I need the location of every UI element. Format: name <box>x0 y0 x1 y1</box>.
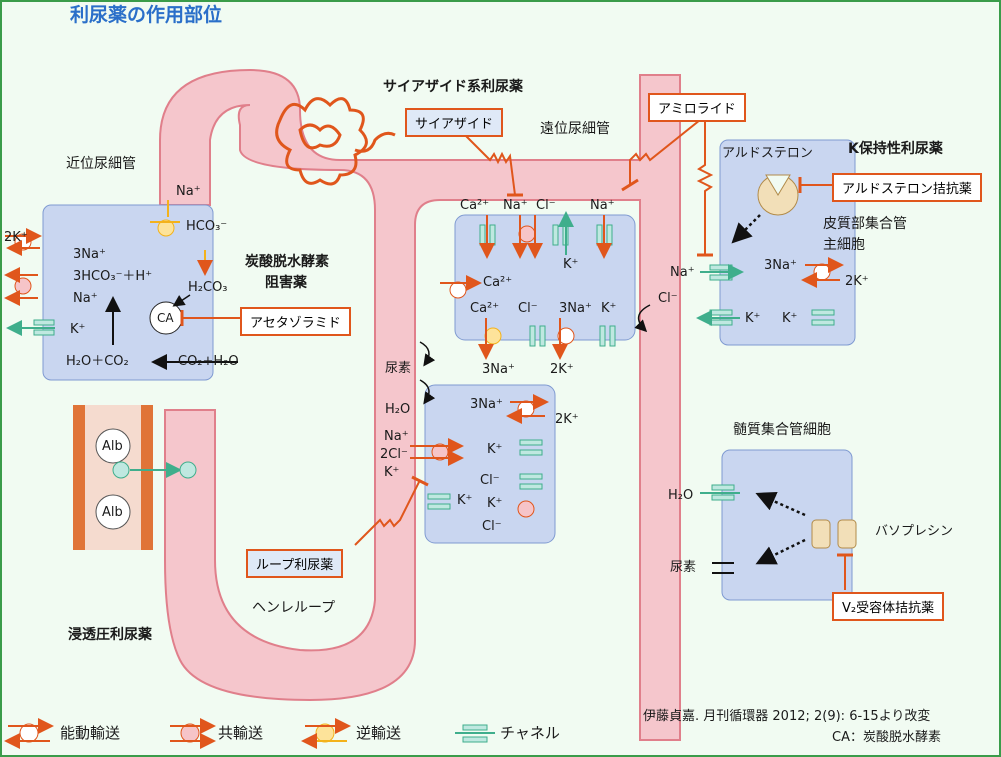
albumin-2 <box>95 494 131 530</box>
label-ca-inhibitor: 炭酸脱水酵素 <box>245 254 329 270</box>
ion-2k-tal: 2K⁺ <box>555 412 579 427</box>
page-title: 利尿薬の作用部位 <box>70 4 223 26</box>
ion-3na-prox: 3Na⁺ <box>73 247 106 262</box>
ion-k-tal-4: K⁺ <box>487 496 503 511</box>
drug-loop: ループ利尿薬 <box>246 549 344 578</box>
label-k-sparing: K保持性利尿薬 <box>848 141 943 157</box>
drug-aldosterone-antagonist: アルドステロン拮抗薬 <box>832 173 982 202</box>
osmotic-molecule-a <box>112 461 130 479</box>
ion-k-tal-3: K⁺ <box>457 493 473 508</box>
ion-na-prox: Na⁺ <box>73 291 98 306</box>
proximal-transporters <box>4 219 180 336</box>
label-thiazide-class: サイアザイド系利尿薬 <box>383 79 523 95</box>
label-henle: ヘンレループ <box>252 600 336 616</box>
drug-inhibit-lines <box>354 119 714 546</box>
cortical-cd-cell <box>719 139 856 346</box>
ion-3na-distal: 3Na⁺ <box>559 301 592 316</box>
ion-urea-tal: 尿素 <box>385 361 412 376</box>
ion-2k-distal-bottom: 2K⁺ <box>550 362 574 377</box>
drug-amiloride: アミロライド <box>648 93 746 122</box>
ion-na-prox-top: Na⁺ <box>176 184 201 199</box>
label-ca-inhibitor-2: 阻害薬 <box>265 275 307 291</box>
ion-na-cd: Na⁺ <box>670 265 695 280</box>
ion-h2o-tal: H₂O <box>385 402 411 417</box>
label-cortical-cd: 皮質部集合管 <box>823 216 907 232</box>
ion-k-prox: K⁺ <box>70 322 86 337</box>
label-aldosterone: アルドステロン <box>722 146 813 161</box>
ion-k-tal-2: K⁺ <box>487 442 503 457</box>
footnote-ca: CA：炭酸脱水酵素 <box>832 730 941 745</box>
ion-ca-enzyme-label: CA <box>157 311 174 325</box>
ion-cl-distal: Cl⁻ <box>518 301 538 316</box>
cd-transporters <box>696 174 857 590</box>
glomerulus <box>275 97 396 186</box>
medullary-cd-cell <box>721 449 853 601</box>
albumin-label-1: Alb <box>102 439 123 454</box>
ion-2cl-tal: 2Cl⁻ <box>380 447 408 462</box>
ion-urea-cd: 尿素 <box>670 560 697 575</box>
legend-cotransport: 共輸送 <box>218 724 264 742</box>
ion-k-cd: K⁺ <box>745 311 761 326</box>
drug-thiazide: サイアザイド <box>405 108 504 137</box>
label-osmotic: 浸透圧利尿薬 <box>68 627 152 643</box>
ion-ca2-distal: Ca²⁺ <box>483 275 513 290</box>
ion-ca2-distal-2: Ca²⁺ <box>470 301 500 316</box>
legend-channel: チャネル <box>500 724 560 742</box>
ion-cl-tal-2: Cl⁻ <box>482 519 502 534</box>
ion-ca2-distal-top: Ca²⁺ <box>460 198 490 213</box>
ion-cl-distal-top: Cl⁻ <box>536 198 556 213</box>
ion-na-tal: Na⁺ <box>384 429 409 444</box>
albumin-1 <box>95 428 131 464</box>
label-vasopressin: バソプレシン <box>875 524 954 539</box>
osmotic-molecule-b <box>179 461 197 479</box>
ion-h2co3: H₂CO₃ <box>188 280 228 295</box>
ion-cl-lumen: Cl⁻ <box>658 291 678 306</box>
tal-transporters <box>410 341 549 518</box>
label-medullary-cd: 髄質集合管細胞 <box>733 422 831 438</box>
label-proximal: 近位尿細管 <box>66 156 136 172</box>
drug-v2-antagonist: V₂受容体拮抗薬 <box>832 592 945 621</box>
ion-k-distal-2: K⁺ <box>601 301 617 316</box>
legend-active: 能動輸送 <box>60 724 121 742</box>
ion-3na-cd: 3Na⁺ <box>764 258 797 273</box>
ion-h2o-co2: H₂O＋CO₂ <box>66 354 129 369</box>
ion-h2o-cd: H₂O <box>668 488 694 503</box>
label-distal: 遠位尿細管 <box>540 121 610 137</box>
ion-hco3-prox: HCO₃⁻ <box>186 219 228 234</box>
ion-k-tal: K⁺ <box>384 465 400 480</box>
ion-k-cd-2: K⁺ <box>782 311 798 326</box>
nephron-tubule <box>159 68 681 741</box>
ion-cl-tal: Cl⁻ <box>480 473 500 488</box>
proximal-cell <box>42 204 214 381</box>
ion-3na-distal-bottom: 3Na⁺ <box>482 362 515 377</box>
drug-acetazolamide: アセタゾラミド <box>240 307 351 336</box>
legend-icons <box>4 718 495 749</box>
ion-hco3-h-prox: 3HCO₃⁻＋H⁺ <box>73 269 153 284</box>
ion-2k-prox: 2K⁺ <box>4 230 28 245</box>
ion-k-distal: K⁺ <box>563 257 579 272</box>
ion-3na-tal: 3Na⁺ <box>470 397 503 412</box>
albumin-label-2: Alb <box>102 505 123 520</box>
label-principal-cell: 主細胞 <box>823 237 865 253</box>
footnote-citation: 伊藤貞嘉. 月刊循環器 2012; 2(9): 6-15より改変 <box>643 709 931 724</box>
ion-2k-cd: 2K⁺ <box>845 274 869 289</box>
ion-na-distal-top-2: Na⁺ <box>590 198 615 213</box>
legend-antiport: 逆輸送 <box>356 724 402 742</box>
ion-co2-h2o: CO₂+H₂O <box>178 354 239 369</box>
distal-transporters <box>440 211 651 360</box>
ion-na-distal-top: Na⁺ <box>503 198 528 213</box>
